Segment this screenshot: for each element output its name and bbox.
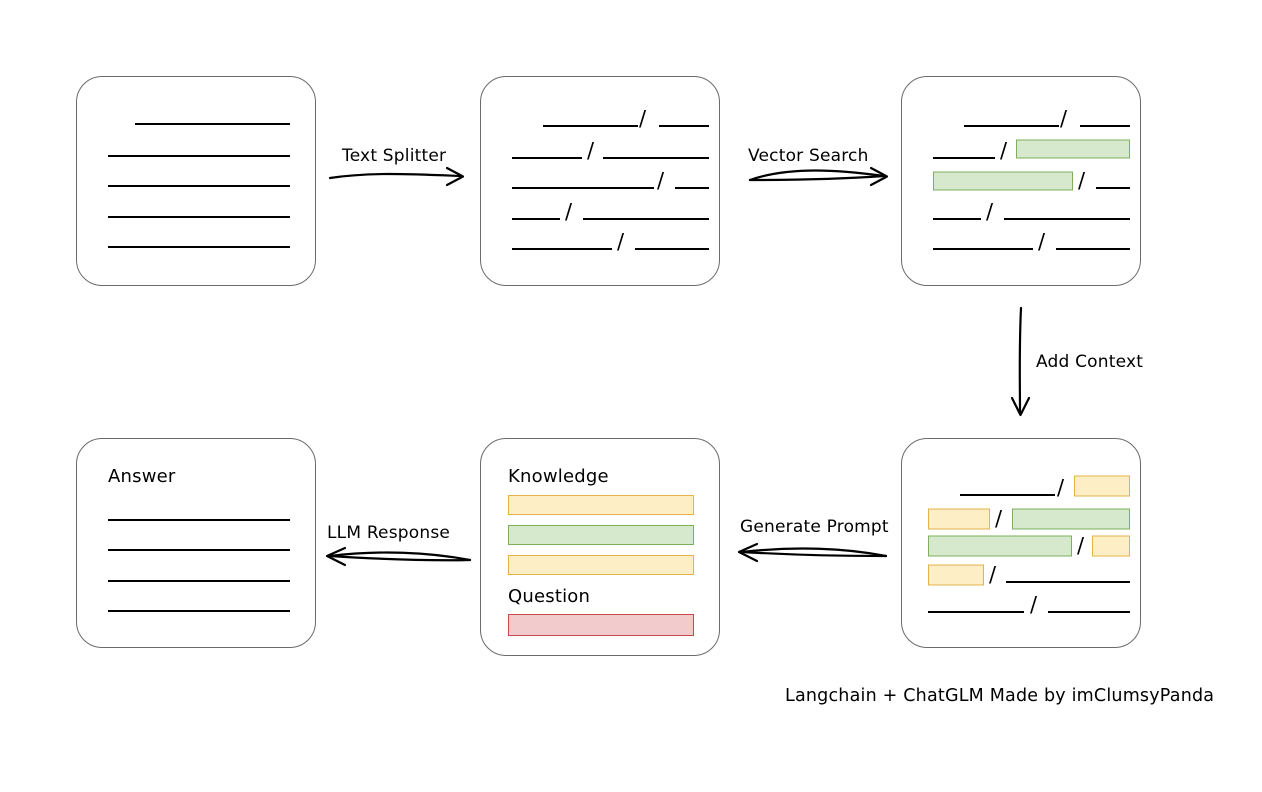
node-split-chunks: / / / / / xyxy=(480,76,720,286)
text-line xyxy=(1096,187,1130,189)
text-line xyxy=(135,123,290,125)
text-line xyxy=(108,185,290,187)
separator-slash: / xyxy=(565,199,573,224)
separator-slash: / xyxy=(1000,138,1008,163)
section-heading-question: Question xyxy=(508,586,591,607)
text-line xyxy=(933,218,981,220)
text-line xyxy=(964,125,1059,127)
arrow-add-context xyxy=(1010,306,1031,417)
text-line xyxy=(108,610,290,612)
text-line xyxy=(512,218,560,220)
node-source-document xyxy=(76,76,316,286)
arrow-llm-response xyxy=(325,546,472,567)
arrow-label-llm-response: LLM Response xyxy=(327,523,451,543)
text-line xyxy=(108,549,290,551)
highlight-chunk-green xyxy=(1012,508,1130,530)
highlight-context-yellow xyxy=(1092,535,1130,557)
node-context-augmented-chunks: / / / / / xyxy=(901,438,1141,648)
text-line xyxy=(928,611,1024,613)
text-line xyxy=(583,218,709,220)
highlight-context-yellow xyxy=(928,508,990,530)
text-line xyxy=(1006,581,1130,583)
prompt-bar-knowledge-yellow xyxy=(508,495,694,515)
text-line xyxy=(659,125,709,127)
node-answer: Answer xyxy=(76,438,316,648)
separator-slash: / xyxy=(1060,106,1068,131)
prompt-bar-knowledge-yellow xyxy=(508,555,694,575)
highlight-chunk-green xyxy=(1016,139,1130,159)
arrow-generate-prompt xyxy=(737,542,888,563)
arrow-text-splitter xyxy=(328,166,465,187)
prompt-bar-knowledge-green xyxy=(508,525,694,545)
text-line xyxy=(108,246,290,248)
highlight-context-yellow xyxy=(1074,475,1130,497)
footer-caption: Langchain + ChatGLM Made by imClumsyPand… xyxy=(785,686,1215,706)
separator-slash: / xyxy=(1077,533,1085,558)
text-line xyxy=(512,157,582,159)
separator-slash: / xyxy=(657,168,665,193)
text-line xyxy=(1056,248,1130,250)
arrow-label-vector-search: Vector Search xyxy=(748,146,869,166)
separator-slash: / xyxy=(989,562,997,587)
section-heading-knowledge: Knowledge xyxy=(508,466,609,487)
highlight-context-yellow xyxy=(928,564,984,586)
separator-slash: / xyxy=(1030,592,1038,617)
prompt-bar-question-red xyxy=(508,614,694,636)
text-line xyxy=(1004,218,1130,220)
separator-slash: / xyxy=(617,229,625,254)
text-line xyxy=(933,248,1033,250)
separator-slash: / xyxy=(1078,168,1086,193)
text-line xyxy=(512,248,612,250)
text-line xyxy=(960,494,1055,496)
separator-slash: / xyxy=(587,138,595,163)
text-line xyxy=(635,248,709,250)
node-vector-matched-chunks: / / / / / xyxy=(901,76,1141,286)
arrow-vector-search xyxy=(748,166,889,187)
text-line xyxy=(1080,125,1130,127)
text-line xyxy=(108,216,290,218)
highlight-chunk-green xyxy=(928,535,1072,557)
text-line xyxy=(933,157,995,159)
separator-slash: / xyxy=(986,199,994,224)
node-prompt: Knowledge Question xyxy=(480,438,720,656)
text-line xyxy=(108,580,290,582)
arrow-label-text-splitter: Text Splitter xyxy=(342,146,447,166)
separator-slash: / xyxy=(995,506,1003,531)
text-line xyxy=(675,187,709,189)
text-line xyxy=(603,157,709,159)
separator-slash: / xyxy=(639,106,647,131)
answer-heading: Answer xyxy=(108,466,176,487)
text-line xyxy=(1048,611,1130,613)
highlight-chunk-green xyxy=(933,171,1073,191)
text-line xyxy=(108,519,290,521)
separator-slash: / xyxy=(1038,229,1046,254)
text-line xyxy=(108,155,290,157)
text-line xyxy=(512,187,654,189)
text-line xyxy=(543,125,638,127)
separator-slash: / xyxy=(1057,475,1065,500)
arrow-label-add-context: Add Context xyxy=(1036,352,1144,372)
arrow-label-generate-prompt: Generate Prompt xyxy=(740,517,889,537)
